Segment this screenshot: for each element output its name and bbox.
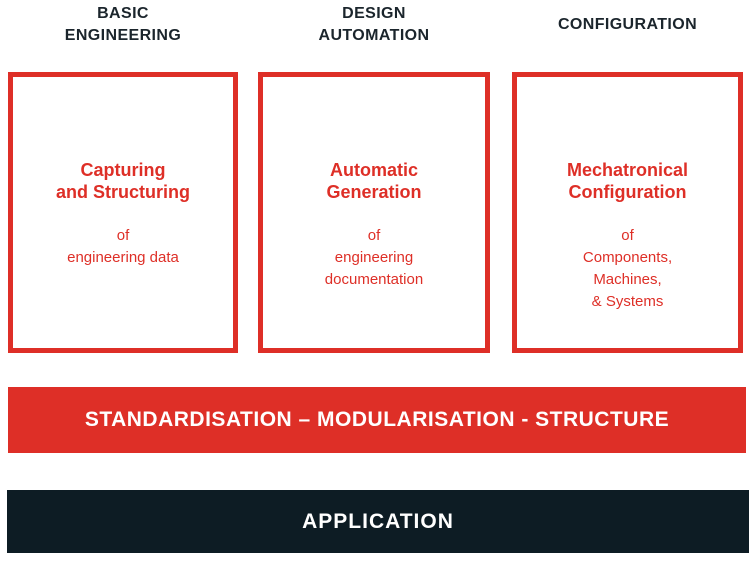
design-automation-box: Automatic Generation of engineering docu… <box>258 72 490 353</box>
basic-engineering-box: Capturing and Structuring of engineering… <box>8 72 238 353</box>
box-subtitle-engineering-data: of engineering data <box>67 227 179 266</box>
application-banner: APPLICATION <box>7 490 749 553</box>
standardisation-banner-label: STANDARDISATION – MODULARISATION - STRUC… <box>84 408 670 431</box>
application-banner-label: APPLICATION <box>302 509 454 533</box>
column-header-basic-engineering: BASIC ENGINEERING <box>64 5 182 44</box>
column-header-configuration: CONFIGURATION <box>557 16 698 33</box>
box-title-capturing-structuring: Capturing and Structuring <box>56 160 190 202</box>
box-title-mechatronical-configuration: Mechatronical Configuration <box>566 160 689 202</box>
column-header-design-automation: DESIGN AUTOMATION <box>318 5 430 44</box>
box-subtitle-components-machines-systems: of Components, Machines, & Systems <box>582 227 673 310</box>
configuration-box: Mechatronical Configuration of Component… <box>512 72 743 353</box>
box-title-automatic-generation: Automatic Generation <box>326 160 422 202</box>
standardisation-banner: STANDARDISATION – MODULARISATION - STRUC… <box>8 387 746 453</box>
box-subtitle-engineering-documentation: of engineering documentation <box>324 227 424 288</box>
